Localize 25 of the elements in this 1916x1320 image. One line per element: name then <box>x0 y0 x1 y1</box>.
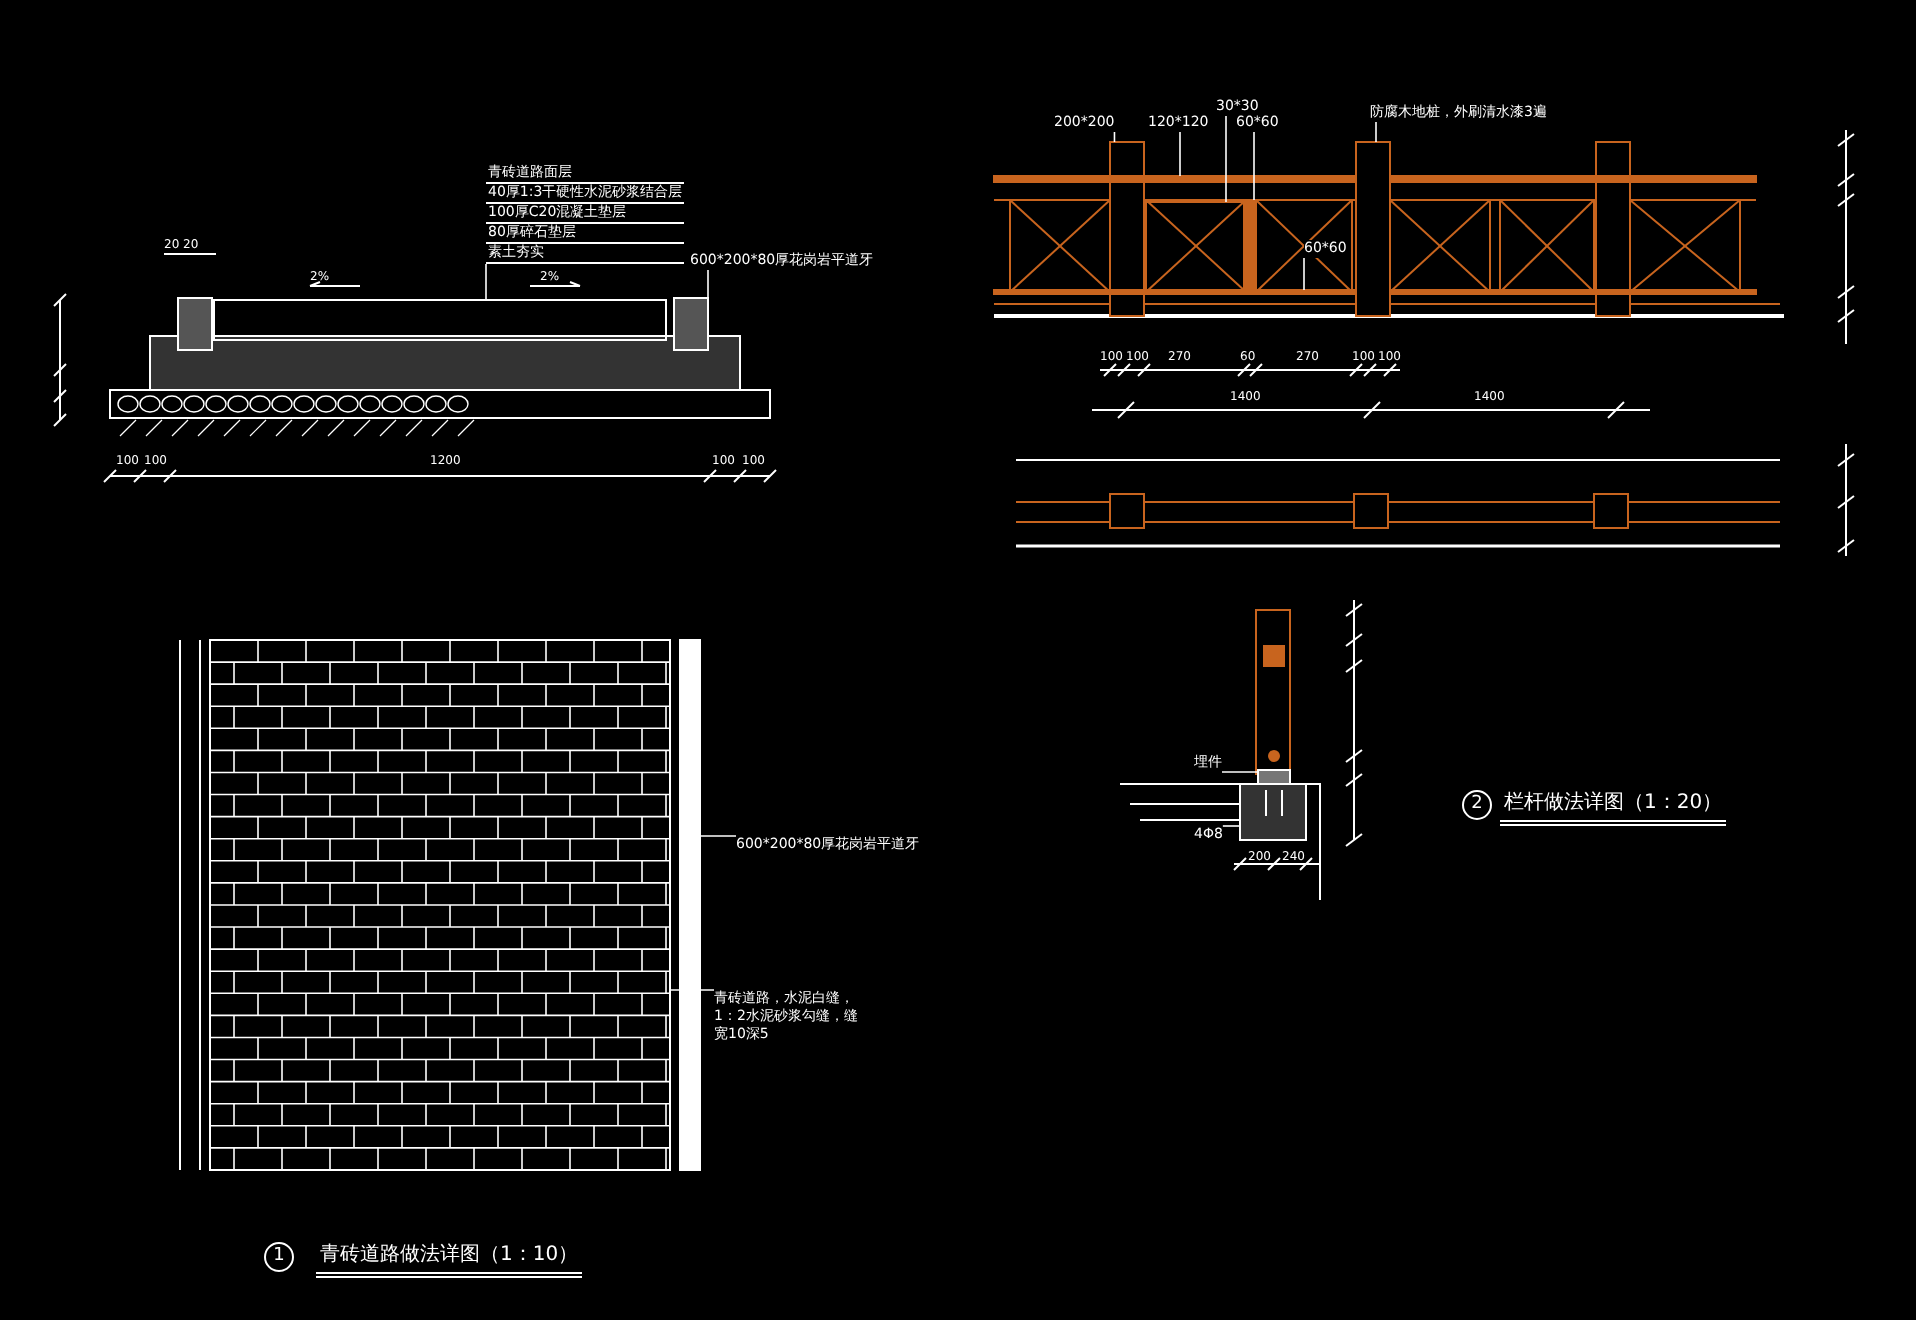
leader-line <box>1222 825 1241 827</box>
circled-number: 2 <box>1462 790 1492 820</box>
wooden-post <box>1355 141 1391 317</box>
leader-line <box>1179 131 1181 177</box>
circled-number: 1 <box>264 1242 294 1272</box>
leader-line <box>707 269 709 299</box>
leader-line <box>1303 257 1305 291</box>
leader-line <box>1225 115 1227 203</box>
leader-line <box>1253 131 1255 201</box>
concrete-footing <box>1239 783 1307 841</box>
bottom-rail <box>993 289 1757 295</box>
leader-line <box>669 989 715 991</box>
embedded-plate <box>1257 769 1291 785</box>
top-rail <box>993 175 1757 183</box>
baluster <box>1245 199 1255 293</box>
leader-line <box>485 263 487 301</box>
drawing-title: 青砖道路做法详图（1：10） <box>316 1244 583 1278</box>
drawing-title: 栏杆做法详图（1：20） <box>1500 792 1727 826</box>
wooden-post <box>1109 141 1145 317</box>
leader-line <box>699 835 737 837</box>
pavement-layers <box>213 299 667 341</box>
curb-stone <box>673 297 709 351</box>
leader-line <box>1221 771 1259 773</box>
curb-band <box>679 639 701 1171</box>
leader-line <box>1375 121 1377 143</box>
